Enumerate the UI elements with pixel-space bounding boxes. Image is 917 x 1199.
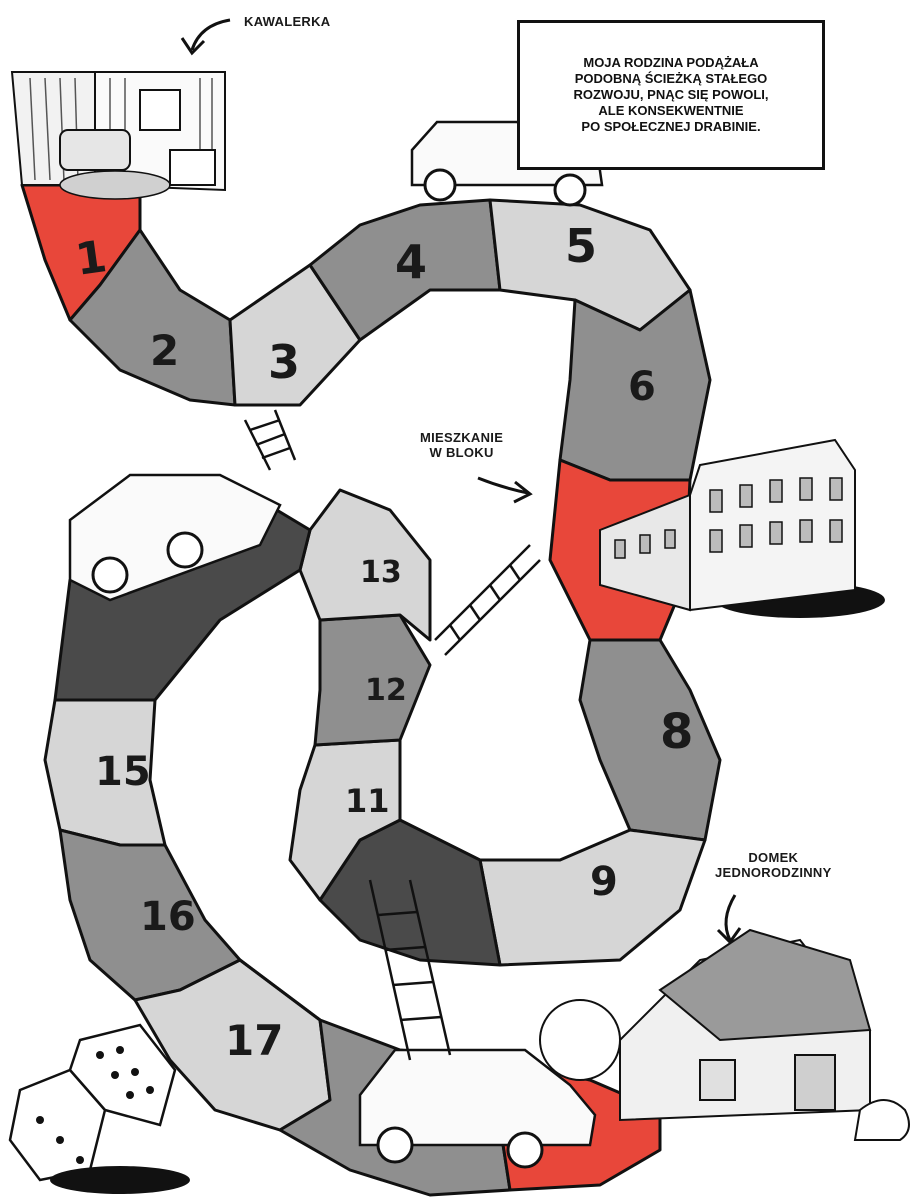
square-number: 12 (365, 673, 407, 708)
square-number: 8 (660, 704, 693, 760)
caption-text: MOJA RODZINA PODĄŻAŁA PODOBNĄ ŚCIEŻKĄ ST… (559, 55, 782, 135)
square-number: 9 (590, 859, 618, 905)
studio-apartment-room-illustration (12, 72, 225, 199)
square-number: 4 (395, 235, 427, 289)
arrow-icon (718, 895, 740, 942)
square-number: 2 (150, 326, 179, 375)
square-number: 17 (225, 1016, 283, 1065)
square-number: 5 (565, 219, 597, 273)
square-number: 13 (360, 555, 402, 590)
square-number: 3 (268, 335, 300, 389)
ladder-icon (245, 410, 295, 470)
caption-box: MOJA RODZINA PODĄŻAŁA PODOBNĄ ŚCIEŻKĄ ST… (517, 20, 825, 170)
label-domek-jednorodzinny: DOMEK JEDNORODZINNY (715, 850, 832, 880)
square-number: 16 (140, 894, 196, 940)
ladder-icon (435, 545, 540, 655)
square-number: 11 (345, 782, 390, 820)
board-square (580, 640, 720, 840)
arrow-icon (182, 20, 230, 53)
arrow-icon (478, 478, 530, 502)
label-mieszkanie-w-bloku: MIESZKANIE W BLOKU (420, 430, 503, 460)
square-number: 6 (628, 364, 656, 410)
square-number: 15 (95, 749, 151, 795)
label-kawalerka: KAWALERKA (244, 14, 330, 29)
